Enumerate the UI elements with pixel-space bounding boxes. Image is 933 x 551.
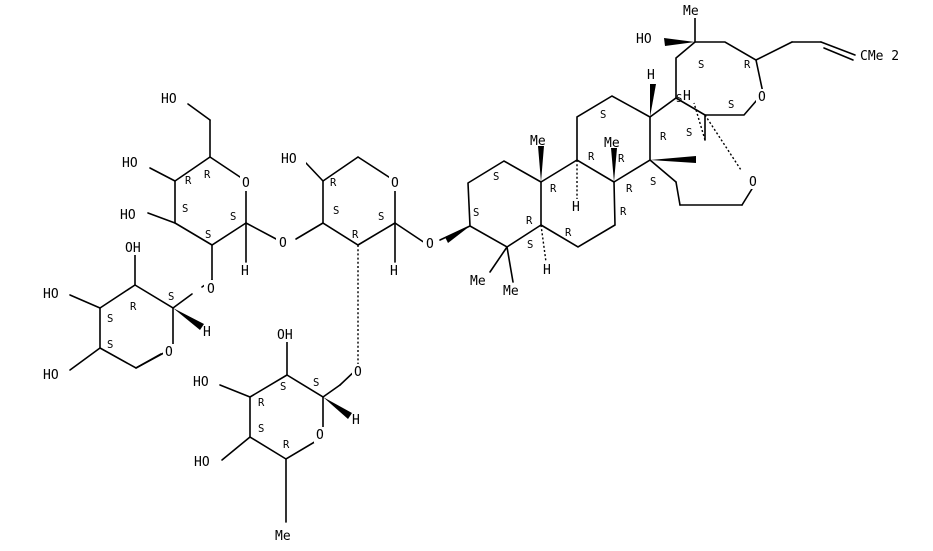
stereo-label: S — [107, 339, 113, 351]
arabinose-bonds — [295, 156, 426, 368]
atom-label-me-top: Me — [683, 4, 699, 19]
stereo-label: R — [744, 59, 751, 71]
stereo-label: S — [600, 109, 606, 121]
stereo-label: R — [330, 177, 337, 189]
hash-c5-h — [540, 224, 547, 263]
atom-label-ho-rha-c2: OH — [277, 328, 293, 343]
atom-label-ho-ara: HO — [281, 152, 297, 167]
stereo-label: S — [698, 59, 704, 71]
stereo-label: R — [588, 151, 595, 163]
xylose-bonds — [69, 254, 213, 371]
stereo-label: S — [168, 291, 174, 303]
atom-label-h-c17: H — [683, 89, 691, 104]
atom-label-o-glc-ring: O — [242, 176, 250, 191]
stereo-label: R — [660, 131, 667, 143]
aglycone-stereo-bonds — [445, 38, 742, 263]
atom-label-ho-rha-c4: HO — [194, 455, 210, 470]
atom-labels: Me HO CMe 2 O H H O Me Me H H Me Me O HO… — [42, 2, 899, 544]
stereo-label: R — [565, 227, 572, 239]
atom-label-o-ara-glc: O — [279, 236, 287, 251]
stereo-label: S — [676, 93, 682, 105]
stereo-label: S — [493, 171, 499, 183]
stereo-label: R — [626, 183, 633, 195]
atom-label-o-ara-ring: O — [391, 176, 399, 191]
stereo-label: S — [527, 239, 533, 251]
stereo-label: S — [182, 203, 188, 215]
wedge-c14-bridge — [650, 156, 696, 163]
atom-label-ho-top: HO — [636, 32, 652, 47]
atom-label-ho-glc-c3: HO — [120, 208, 136, 223]
atom-label-o-rha-ring: O — [316, 428, 324, 443]
wedge-c10-me — [538, 146, 544, 182]
glucose-bonds — [147, 103, 279, 281]
atom-label-ho-xyl-c2: OH — [125, 241, 141, 256]
atom-label-o-bridge: O — [749, 175, 757, 190]
atom-label-me-c4a: Me — [470, 274, 486, 289]
atom-label-h-c9: H — [572, 200, 580, 215]
stereo-label: S — [258, 423, 264, 435]
wedge-ho-top — [664, 38, 695, 46]
atom-label-h-xyl-c1: H — [203, 325, 211, 340]
atom-label-me-c4b: Me — [503, 284, 519, 299]
stereo-label: S — [728, 99, 734, 111]
atom-label-o-ara-rha: O — [354, 365, 362, 380]
stereo-label: R — [258, 397, 265, 409]
stereo-label: S — [333, 205, 339, 217]
atom-label-o-c3: O — [426, 237, 434, 252]
aglycone-bonds — [439, 17, 856, 283]
wedge-rha-c1-h — [323, 397, 352, 419]
stereo-label: R — [283, 439, 290, 451]
stereo-descriptors: S R R S S R R S R R S R S R R S S S R S … — [107, 59, 751, 451]
stereo-label: S — [378, 211, 384, 223]
stereo-label: S — [473, 207, 479, 219]
atom-label-me-c10: Me — [530, 134, 546, 149]
stereo-label: S — [107, 313, 113, 325]
stereo-label: R — [550, 183, 557, 195]
stereo-label: S — [650, 176, 656, 188]
stereo-label: R — [526, 215, 533, 227]
atom-label-h-c13: H — [647, 68, 655, 83]
stereo-label: S — [230, 211, 236, 223]
atom-label-h-rha-c1: H — [352, 413, 360, 428]
stereo-label: R — [618, 153, 625, 165]
atom-label-ho-rha-c3: HO — [193, 375, 209, 390]
stereo-label: R — [352, 229, 359, 241]
wedge-c3-o — [445, 226, 470, 243]
atom-label-me-c8: Me — [604, 136, 620, 151]
atom-label-h-glc-c1: H — [241, 264, 249, 279]
stereo-label: S — [313, 377, 319, 389]
atom-label-h-ara-c1: H — [390, 264, 398, 279]
atom-label-o-xyl-ring: O — [165, 345, 173, 360]
wedge-xyl-c1-h — [173, 308, 204, 330]
atom-label-cme2: CMe 2 — [860, 49, 899, 64]
wedge-c8-me — [611, 148, 617, 182]
stereo-label: R — [185, 175, 192, 187]
atom-label-ho-glc-c4: HO — [122, 156, 138, 171]
stereo-label: S — [280, 381, 286, 393]
wedge-c13-h — [650, 84, 656, 117]
atom-label-me-rha: Me — [275, 529, 291, 544]
atom-label-h-c5: H — [543, 263, 551, 278]
atom-label-ho-glc-c6: HO — [161, 92, 177, 107]
atom-label-ho-xyl-c4: HO — [43, 368, 59, 383]
stereo-label: S — [686, 127, 692, 139]
hash-c22-o — [704, 114, 742, 171]
atom-label-ho-xyl-c3: HO — [43, 287, 59, 302]
stereo-label: R — [130, 301, 137, 313]
stereo-label: S — [205, 229, 211, 241]
rhamnose-bonds — [219, 341, 359, 523]
stereo-label: R — [204, 169, 211, 181]
atom-label-o-glc-xyl: O — [207, 282, 215, 297]
hash-c17-h — [693, 102, 706, 141]
atom-label-o-ring-e: O — [758, 90, 766, 105]
stereo-label: R — [620, 206, 627, 218]
